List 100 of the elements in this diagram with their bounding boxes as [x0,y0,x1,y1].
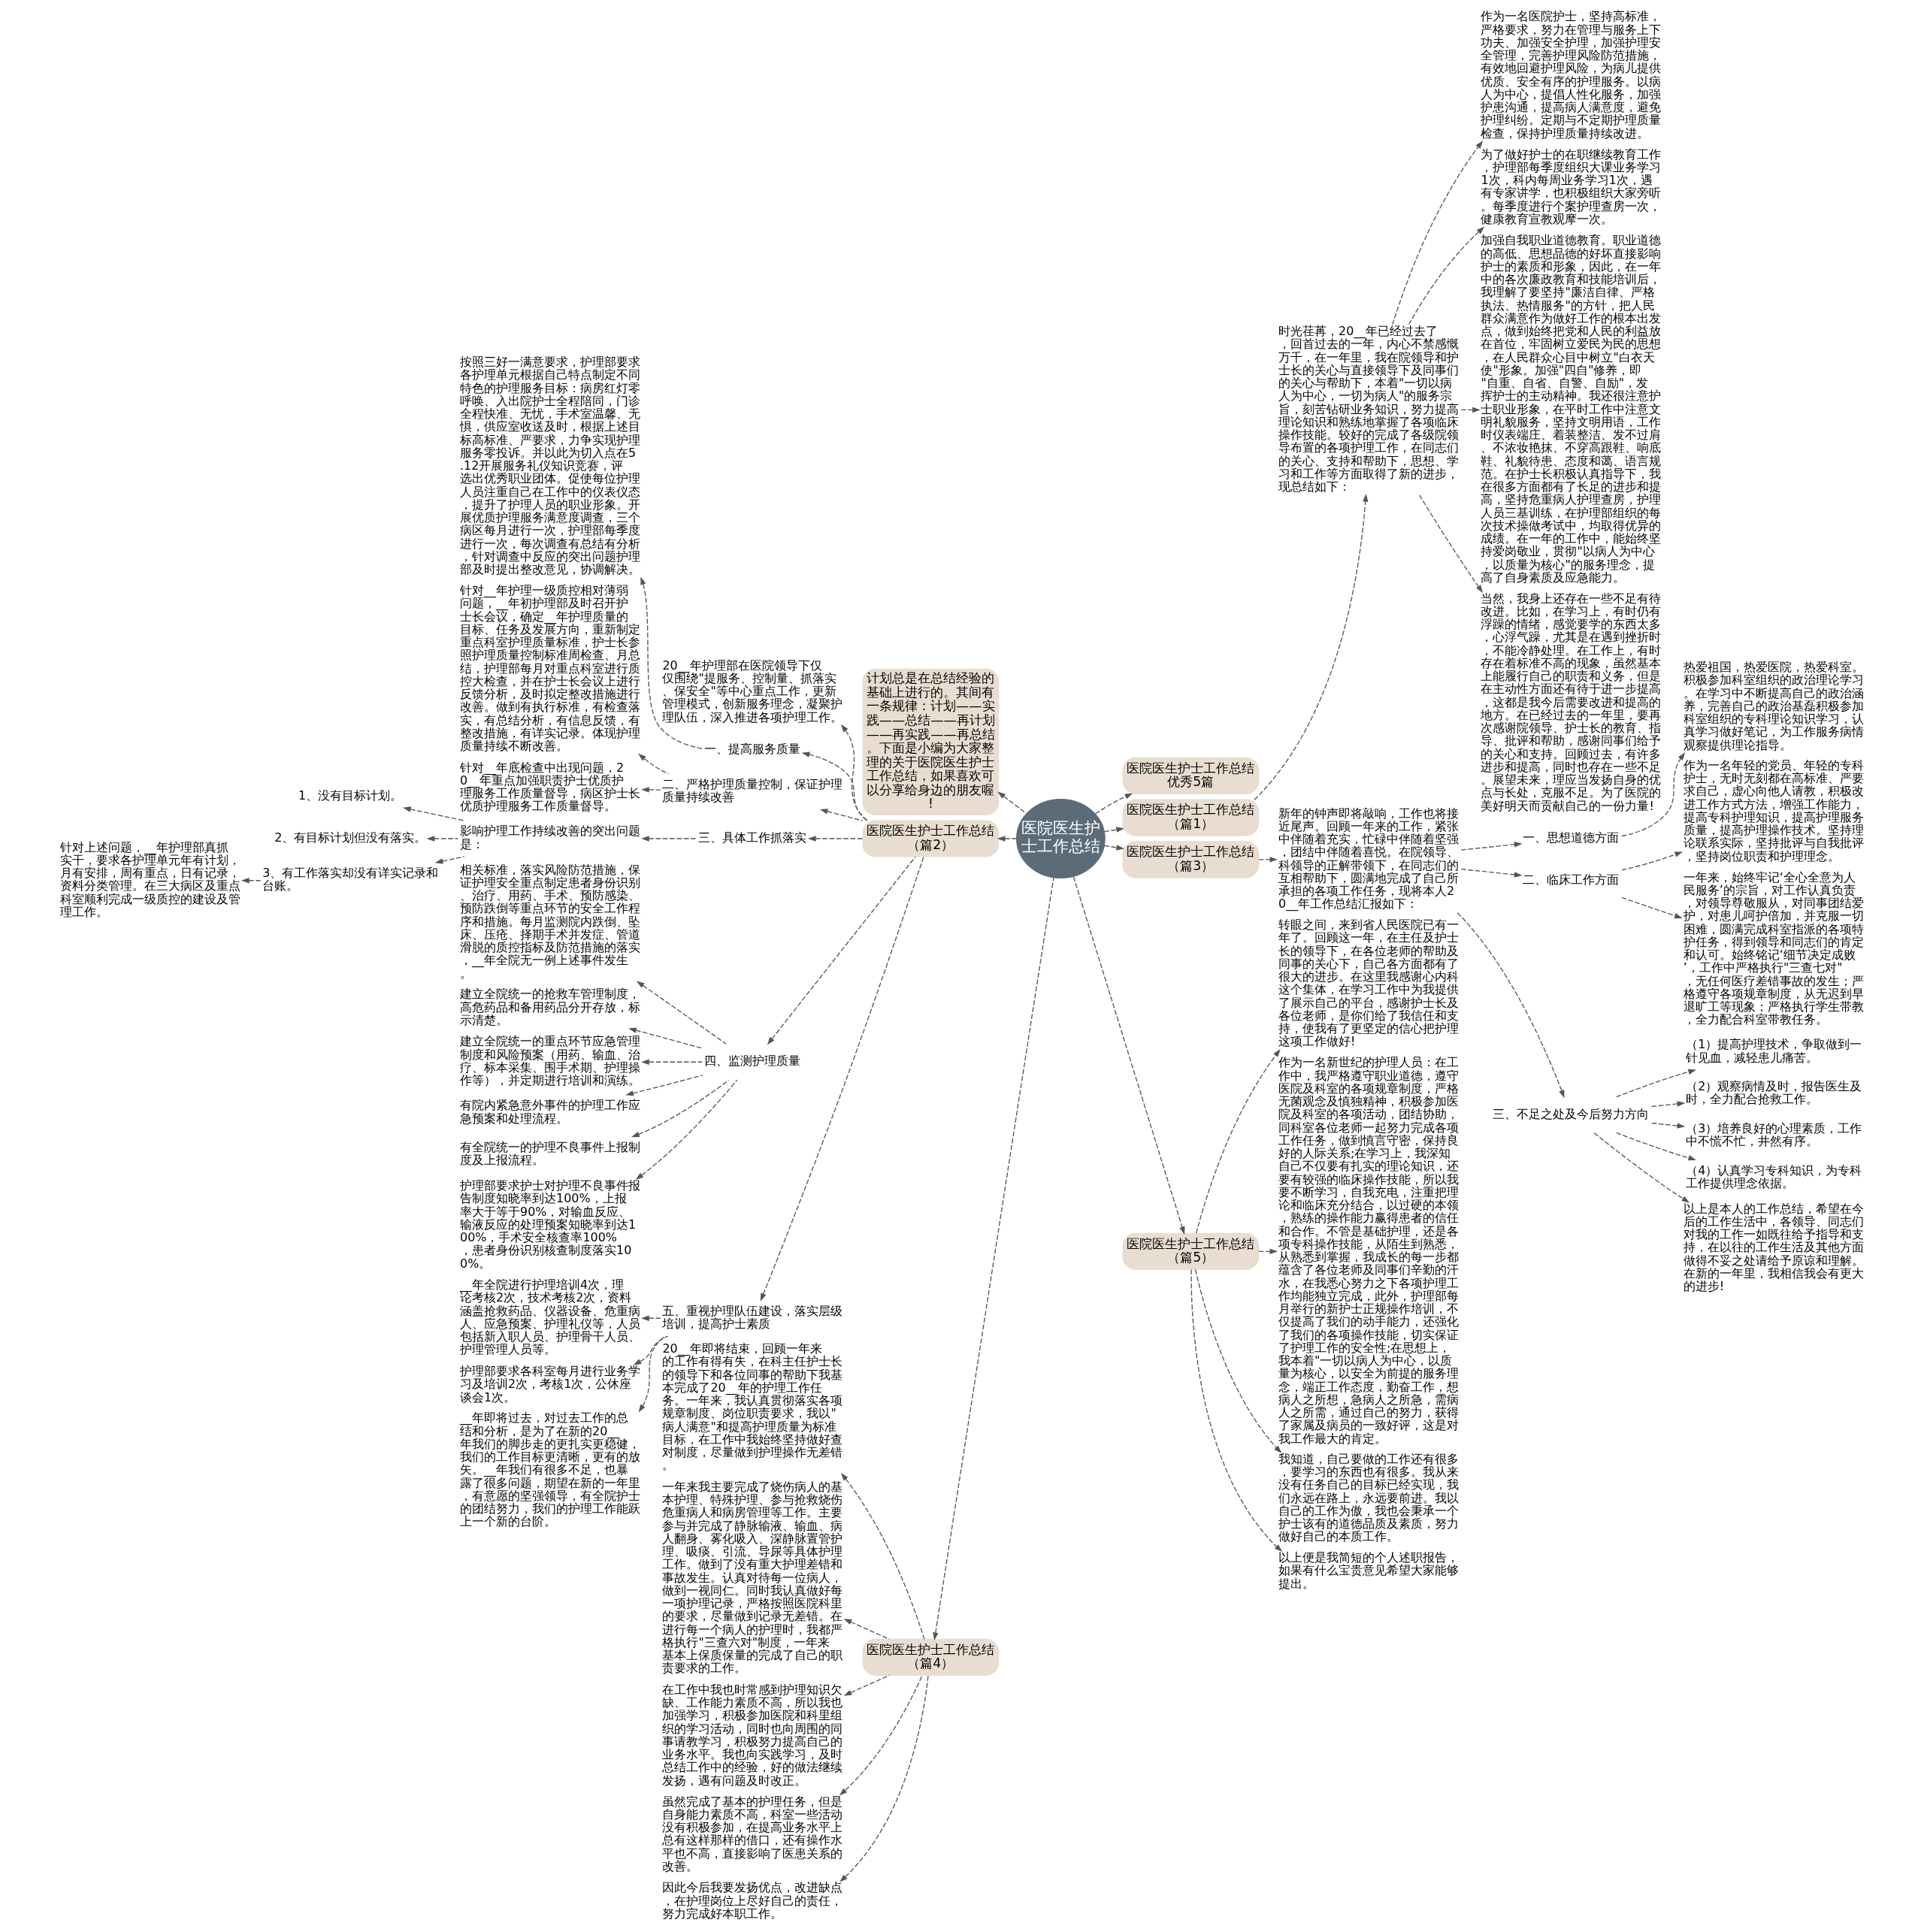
node-text: 1、没有目标计划。 [298,788,403,803]
arrow [633,1335,669,1365]
arrow [1194,1268,1282,1453]
node-text: 以上是本人的工作总结，希望在今后的工作生活中，各领导、同志们对我的工作一如既往给予指导和支持，在以往的工作生活及其他方面做得不妥之处请给予原谅和理解。在新的一年里，我相信我会有更大的进步! [1683,1201,1864,1294]
node-text: 作为一名新世纪的护理人员：在工作中，我严格遵守职业道德，遵守医院及科室的各项规章制度，严格无菌观念及慎独精神，积极参加医院及科室的各项活动，团结协助，同科室各位老师一起努力完成各项工作任务，做到慎言守密，保持良好的人际关系;在学习上，我深知自己不仅要有扎实的理论知识，还要有较强的临床操作技能，所以我要不断学习，自我充电，注重把理论和临床充分结合，以过硬的本领，熟练的操作能力赢得患者的信任和合作。不管是基础护理，还是各项专科操作技能，从陌生到熟悉，从熟悉到掌握，我成长的每一步都蕴含了各位老师及同事们辛勤的汗水，在我悉心努力之下各项护理工作均能独立完成，此外，护理部每月举行的新护士正规操作培训，不仅提高了我们的动手能力，还强化了我们的各项操作技能，切实保证了护理工作的安全性;在思想上，我本着"一切以病人为中心，以质量为核心，以安全为前提的服务理念，端正工作态度，勤奋工作，想病人之所想，急病人之所急，需病人之所需，通过自己的努力，获得了家属及病员的一致好评，这是对我工作最大的肯定。 [1278,1055,1460,1446]
arrow [801,751,868,821]
arrow [641,1315,661,1321]
arrow [1392,141,1484,325]
node-text: 一、提高服务质量 [704,742,801,756]
arrow [933,877,1054,1641]
node-text: 一、思想道德方面 [1523,830,1620,845]
arrow [839,1675,923,1796]
node-text: 新年的钟声即将敲响，工作也将接近尾声。回顾一年来的工作，紧张中伴随着充实，忙碌中伴随着坚强，团结中伴随着喜悦。在院领导、科领导的正解带领下，在同志们的互相帮助下，圆满地完成了自己所承担的各项工作任务，现将本人20__年工作总结汇报如下： [1278,806,1460,912]
node-text: 建立全院统一的重点环节应急管理制度和风险预案（用药、输血、治疗、标本采集、围手术期、护理操作等），并定期进行培训和演练。 [460,1034,641,1088]
node-box: 医院医生护士工作总结（篇1） [1122,799,1260,836]
arrow [1621,851,1683,871]
arrow [1258,857,1278,863]
arrow [997,836,1017,842]
arrow [638,1335,666,1413]
arrow [1254,494,1369,800]
node-text: 针对上述问题，__年护理部真抓实干，要求各护理单元年有计划，月有安排，周有重点，日有记录，资料分类管理。在三大病区及重点科室顺利完成一级质控的建设及管理工作。 [59,839,240,919]
node-text: 五、重视护理队伍建设，落实层级培训，提高护士素质 [662,1303,843,1331]
node-text: 为了做好护士的在职继续教育工作，护理部每季度组织大课业务学习1次，科内每周业务学习1次，遇有专家讲学，也积极组织大家旁听。每季度进行个案护理查房一次，健康教育宣教观摩一次。 [1481,147,1662,226]
arrow [1593,1132,1690,1203]
arrow [839,1674,929,1882]
arrow [641,787,661,793]
arrow [1072,876,1185,1235]
node-text: 有全院统一的护理不良事件上报制度及上报流程。 [460,1140,641,1168]
node-box: 医院医生护士工作总结（篇2） [862,820,1000,857]
arrow [641,1059,703,1065]
node-text: 2、有目标计划但没有落实。 [274,830,427,845]
node-box: 计划总是在总结经验的基础上进行的。其间有一条规律：计划——实践——总结——再计划——再实践——再总结。下面是小编为大家整理的关于医院医生护士工作总结，如果喜欢可以分享给身边的朋友喔! [862,668,1000,815]
arrow [1651,1101,1686,1108]
arrow [1460,407,1481,413]
node-text: 我知道，自己要做的工作还有很多，要学习的东西也有很多。我从来没有任务自己的目标已经实现，我们永远在路上，永远要前进。我以自己的工作为傲，我也会秉承一个护士该有的道德品质及素质，努力做好自己的本质工作。 [1278,1451,1460,1544]
arrow [635,1079,738,1181]
node-text: 作为一名年轻的党员、年轻的专科护士，无时无刻都在高标准、严要求自己，虚心向他人请教，积极改进工作方式方法，增强工作能力，提高专科护理知识，提高护理服务质量，提高护理操作技术。坚持理论联系实际，坚持批评与自我批评，坚持岗位职责和护理理念。 [1683,757,1864,863]
arrow [840,724,867,821]
node-text: （4）认真学习专科知识，为专科工作提供理念依据。 [1686,1163,1862,1190]
arrow [1103,827,1124,833]
node-text: 热爱祖国，热爱医院，热爱科室。积极参加科室组织的政治理论学习。在学习中不断提高自己的政治涵养，完善自己的政治基磊积极参加科室组织的专科理论知识学习，认真学习做好笔记，为工作服务病情观察提供理论指导。 [1683,660,1864,752]
node-text: 相关标准，落实风险防范措施，保证护理安全重点制定患者身份识别、治疗、用药、手术、预防感染、预防跌倒等重点环节的安全工作程序和措施。每月监测院内跌倒、坠床、压疮、择期手术并发症、管道滑脱的质控指标及防范措施的落实，__年全院无一例上述事件发生。 [460,862,641,981]
arrow [241,878,262,884]
node-text: 因此今后我要发扬优点，改进缺点，在护理岗位上尽好自己的责任，努力完成好本职工作。 [662,1880,843,1921]
arrow [1460,868,1523,878]
arrow [760,856,924,1302]
node-text: 二、临床工作方面 [1523,872,1620,887]
arrow [843,1619,891,1640]
arrow [819,809,864,821]
arrow [638,753,670,775]
node-text: 加强自我职业道德教育。职业道德的高低、思想品德的好坏直接影响护士的素质和形象，因此，在一年中的各次廉政教育和技能培训后，我理解了要坚持"廉洁自律、严格执法、热情服务"的方针，把人民群众满意作为做好工作的根本出发点，做到始终把党和人民的利益放在首位，牢固树立爱民为民的思想，在人民群众心目中树立"白衣天使"形象。加强"四自"修养，即"自重、自省、自警、自励"，发挥护士的主动精神。我还很注意护士职业形象，在平时工作中注意文明礼貌服务，坚持文明用语，工作时仪表端庄、着装整洁、发不过肩、不浓妆艳抹、不穿高跟鞋、响底鞋、礼貌待患、态度和蔼、语言规范。在护士长积极认真指导下，我在很多方面都有了长足的进步和提高，坚持危重病人护理查房，护理人员三基训练，在护理部组织的每次技术操做考试中，均取得优异的成绩。在一年的工作中，能始终坚持爱岗敬业，贯彻"以病人为中心，以质量为核心"的服务理念，提高了自身素质及应急能力。 [1481,233,1662,585]
node-text: 三、具体工作抓落实 [698,830,807,845]
node-text: 时光荏苒，20__年已经过去了，回首过去的一年，内心不禁感慨万千，在一年里，我在院领导和护士长的关心与直接领导下及同事们的关心与帮助下，本着"一切以病人为中心，一切为病人"的服务宗旨，刻苦钻研业务知识，努力提高理论知识和熟练地掌握了各项临床操作技能。较好的完成了各级院领导布置的各项护理工作，在同志们的关心、支持和帮助下，思想、学习和工作等方面取得了新的进步，现总结如下： [1278,324,1460,494]
arrow [1094,793,1133,815]
node-text: 四、监测护理质量 [704,1054,801,1069]
arrow [1258,1248,1278,1255]
arrow [641,836,697,842]
node-text: 一年来我主要完成了烧伤病人的基本护理、特殊护理、参与抢救烧伤危重病人和病房管理等工作。主要参与并完成了静脉输液、输血、病人翻身、雾化吸入、深静脉置管护理、吸痰、引流、导尿等具体护理工作。做到了没有重大护理差错和事故发生。认真对待每一位病人，做到一视同仁。同时我认真做好每一项护理记录，严格按照医院科里的要求，尽量做到记录无差错。在进行每一个病人的护理时，我都严格执行"三查六对"制度，一年来基本上保质保量的完成了自己的职责要求的工作。 [662,1479,843,1676]
node-text: 针对__年底检查中出现问题，20__年重点加强职责护士优质护理服务工作质量督导，病区护士长优质护理服务工作质量督导。 [460,760,641,814]
node-text: __年全院进行护理培训4次，理论考核2次，技术考核2次，资料涵盖抢救药品、仪器设备、危重病人、应急预案、护理礼仪等，人员包括新入职人员、护理骨干人员、护理管理人员等。 [460,1277,641,1357]
arrow [843,1674,891,1696]
node-text: 3、有工作落实却没有详实记录和台账。 [262,866,439,893]
arrow [403,806,465,821]
node-text: （1）提高护理技术，争取做到一针见血，减轻患儿痛苦。 [1686,1037,1862,1065]
arrow [1195,1049,1281,1234]
node-text: 当然，我身上还存在一些不足有待改进。比如，在学习上，有时仍有浮躁的情绪，感觉要学的东西太多，心浮气躁，尤其是在遇到挫折时，不能冷静处理。在工作上，有时存在着标准不高的现象，虽然基本上能履行自己的职责和义务，但是在主动性方面还有待于进一步提高，这都是我今后需要改进和提高的地方。在已经过去的一年里，要再次感谢院领导、护士长的教育、指导、批评和帮助，感谢同事们给予的关心和支持。回顾过去，有许多进步和提高，同时也存在一些不足。展望未来，理应当发扬自身的优点与长处，克服不足。为了医院的美好明天而贡献自己的一份力量! [1481,591,1662,813]
node-text: 影响护理工作持续改善的突出问题是： [460,824,641,851]
arrow [1616,1132,1696,1161]
node-text: 三、不足之处及今后努力方向 [1493,1106,1650,1121]
arrow [1419,494,1484,594]
node-text: 20__年即将结束，回顾一年来的工作有得有失，在科主任护士长的领导下和各位同事的帮助下我基本完成了20__年的护理工作任务。一年来，我认真贯彻落实各项规章制度、岗位职责要求，我以"病人满意"和提高护理质量为标准目标，在工作中我始终坚持做好查对制度，尽量做到护理操作无差错。 [662,1341,843,1473]
node-box: 医院医生护士工作总结（篇5） [1122,1232,1260,1270]
arrow [1621,896,1683,919]
node-text: （3）培养良好的心理素质，工作中不慌不忙，井然有序。 [1686,1120,1862,1149]
node-box: 医院医生护士工作总结（篇4） [862,1638,1000,1676]
arrow [1408,226,1485,325]
arrow [426,836,458,842]
arrow [625,1075,703,1096]
node-text: 转眼之间，来到省人民医院已有一年了。回顾这一年，在主任及护士长的领导下，在各位老师的帮助及同事的关心下，自己各方面都有了很大的进步。在这里我感谢心内科这个集体，在学习工作中为我提供了展示自己的平台，感谢护士长及各位老师，是你们给了我信任和支持，使我有了更坚定的信心把护理这项工作做好! [1278,918,1460,1049]
node-text: （2）观察病情及时，报告医生及时，全力配合抢救工作。 [1686,1079,1862,1107]
node-text: 建立全院统一的抢救车管理制度，高危药品和备用药品分开存放，标示清楚。 [460,987,641,1027]
node-box: 医院医生护士工作总结优秀5篇 [1122,757,1260,794]
node-text: 虽然完成了基本的护理任务，但是自身能力素质不高，科室一些活动没有积极参加，在提高业务水平上总有这样那样的借口，还有操作水平也不高，直接影响了医患关系的改善。 [662,1794,843,1873]
node-text: 有院内紧急意外事件的护理工作应急预案和处理流程。 [460,1098,641,1126]
node-text: 一年来，始终牢记‘全心全意为人民服务’的宗旨，对工作认真负责，对领导尊敬服从，对同事团结爱护，对患儿呵护倍加，并克服一切困难，圆满完成科室指派的各项特护任务，得到领导和同志们的肯定和认可。始终铭记‘细节决定成败’，工作中严格执行"三查七对"，无任何医疗差错事故的发生；严格遵守各项规章制度，从无迟到早退旷工等现象；严格执行学生带教，全力配合科室带教任务。 [1683,869,1864,1027]
node-text: 护理部要求护士对护理不良事件报告制度知晓率到达100%，上报率大于等于90%，对输血反应、输液反应的处理预案知晓率到达100%，手术安全核查率100%，患者身份识别核查制度落实100%。 [460,1178,641,1271]
arrow [1616,1069,1696,1098]
arrow [807,836,864,842]
node-text: __年即将过去，对过去工作的总结和分析，是为了在新的20__年我们的脚步走的更扎实更稳健，我们的工作目标更清晰，更有的放矢。__年我们有很多不足，也暴露了很多问题，期望在新的一年里，有意愿的坚强领导，有全院护士的团结努力，我们的护理工作能跃上一个新的台阶。 [460,1410,641,1529]
node-text: 按照三好一满意要求，护理部要求各护理单元根据自己特点制定不同特色的护理服务目标：病房红灯零呼唤、入出院护士全程陪同，门诊全程快准、无忧，手术室温馨、无惧，供应室收送及时，根据上述目标高标准、严要求，力争实现护理服务零投诉。并以此为切入点在5.12开展服务礼仪知识竞赛，评选出优秀职业团体。促使每位护理人员注重自己在工作中的仪表仪态，提升了护理人员的职业形象。开展优质护理服务满意度调查，三个病区每月进行一次，护理部每季度进行一次，每次调查有总结有分析，针对调查中反应的突出问题护理部及时提出整改意见，协调解决。 [460,355,641,577]
arrow [636,981,727,1045]
node-text: 针对__年护理一级质控相对薄弱问题，__年初护理部及时召开护士长会议，确定__年护理质量的目标、任务及发展方向，重新制定重点科室护理质量标准，护士长参照护理质量控制标准周检查、月总结，护理部每月对重点科室进行质控大检查，并在护士长会议上进行反馈分析，及时拟定整改措施进行改善。做到有执行标准，有检查落实，有总结分析，有信息反馈，有整改措施，有详实记录。体现护理质量持续不断改善。 [460,583,641,754]
node-text: 二、严格护理质量控制，保证护理质量持续改善 [662,777,843,805]
arrow [1103,845,1124,851]
node-text: 以上便是我简短的个人述职报告，如果有什么宝贵意见希望大家能够提出。 [1278,1550,1460,1591]
node-text: 作为一名医院护士，坚持高标准，严格要求，努力在管理与服务上下功夫、加强安全护理，加强护理安全管理，完善护理风险防范措施，有效地回避护理风险，为病儿提供优质、安全有序的护理服务。以病人为中心，提倡人性化服务，加强护患沟通，提高病人满意度，避免护理纠纷。定期与不定期护理质量检查，保持护理质量持续改进。 [1481,9,1662,141]
arrow [1190,1269,1283,1553]
arrow [434,856,465,864]
arrow [1460,842,1523,851]
node-text: 在工作中我也时常感到护理知识欠缺、工作能力素质不高，所以我也加强学习，积极参加医院和科里组织的学习活动，同时也向周围的同事请教学习，积极努力提高自己的业务水平。我也向实践学习，及时总结工作中的经验，好的做法继续发扬，遇有问题及时改正。 [662,1682,843,1788]
